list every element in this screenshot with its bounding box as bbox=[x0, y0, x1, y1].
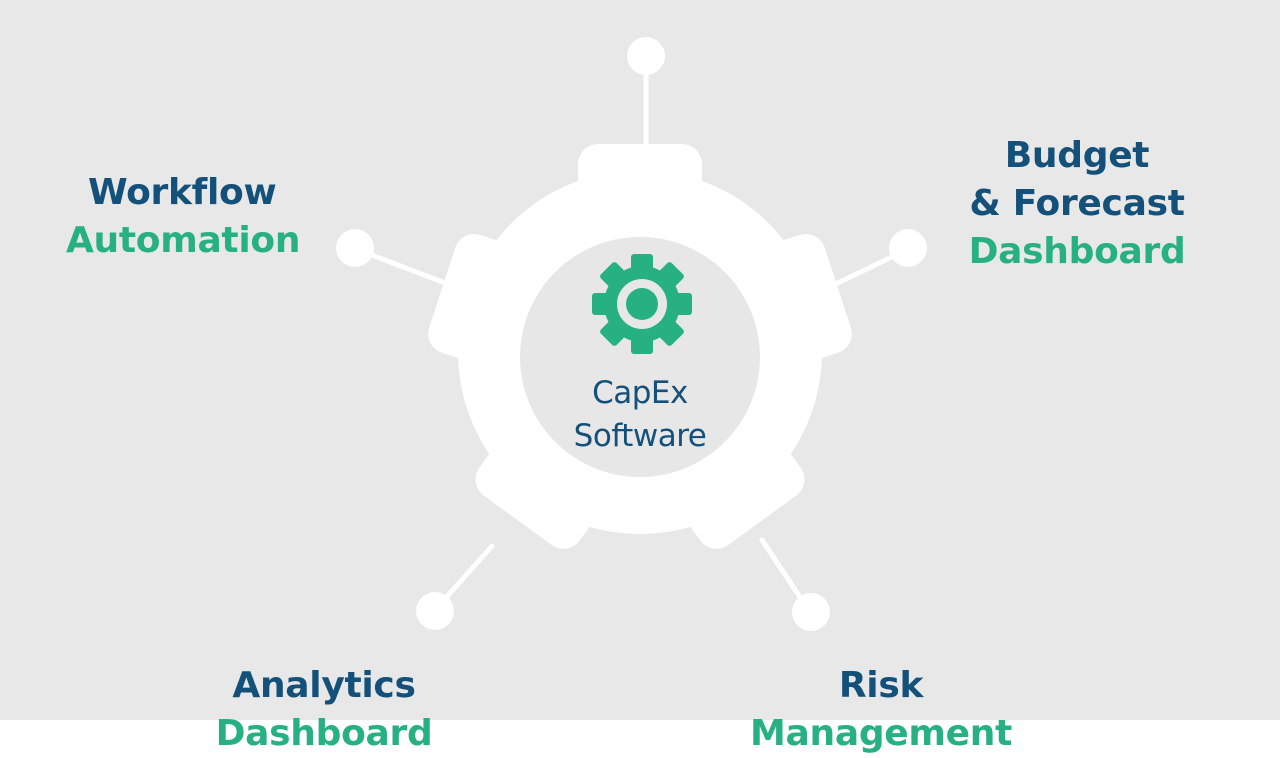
diagram-graphic bbox=[0, 0, 1280, 720]
label-risk-management: Risk Management bbox=[740, 662, 1022, 758]
node-dot-workflow bbox=[336, 229, 374, 267]
budget-line2: & Forecast bbox=[969, 183, 1185, 224]
gear-icon bbox=[592, 254, 692, 354]
center-label-line1: CapEx bbox=[592, 375, 688, 411]
workflow-line1: Workflow bbox=[88, 172, 277, 213]
budget-line1: Budget bbox=[1004, 135, 1150, 176]
node-dot-budget bbox=[889, 229, 927, 267]
label-budget-forecast: Budget & Forecast Dashboard bbox=[964, 132, 1190, 276]
node-dot-analytics bbox=[416, 592, 454, 630]
gear-hub bbox=[520, 237, 760, 477]
label-workflow-automation: Workflow Automation bbox=[66, 169, 300, 265]
analytics-line1: Analytics bbox=[232, 665, 416, 706]
workflow-line2: Automation bbox=[66, 220, 301, 261]
risk-line1: Risk bbox=[838, 665, 924, 706]
node-dot-risk bbox=[792, 593, 830, 631]
label-analytics-dashboard: Analytics Dashboard bbox=[196, 662, 452, 758]
central-gear bbox=[428, 144, 852, 549]
budget-line3: Dashboard bbox=[968, 231, 1186, 272]
node-dot-top bbox=[627, 37, 665, 75]
analytics-line2: Dashboard bbox=[215, 713, 433, 754]
risk-line2: Management bbox=[750, 713, 1012, 754]
center-label-line2: Software bbox=[573, 418, 707, 454]
center-label: CapEx Software bbox=[540, 372, 740, 458]
